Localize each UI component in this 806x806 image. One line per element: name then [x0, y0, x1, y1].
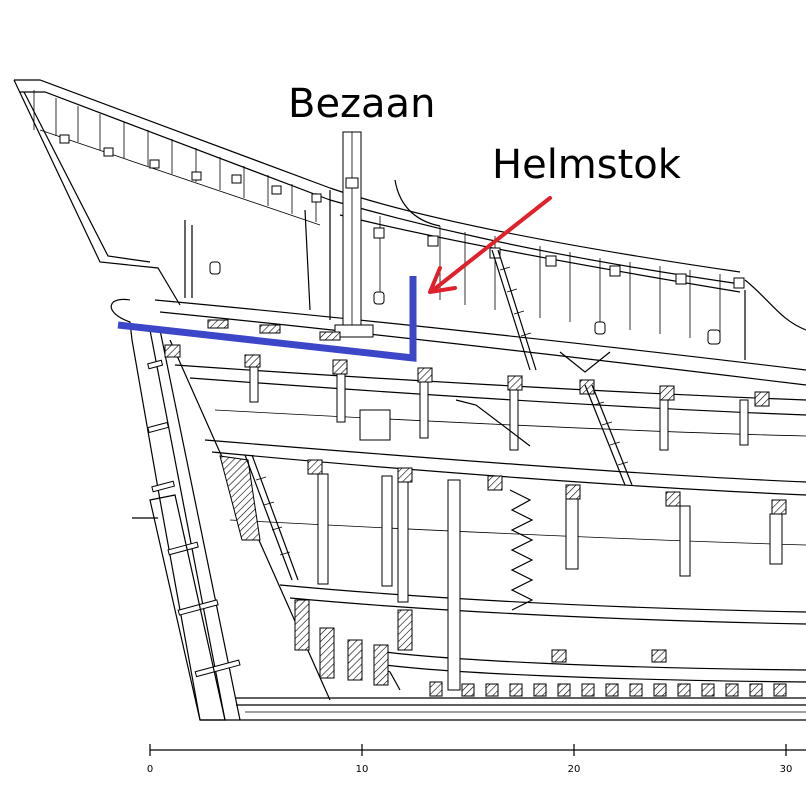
- label-helmstok: Helmstok: [492, 142, 682, 188]
- scale-tick-20: 20: [568, 764, 581, 775]
- stern-ladder: [147, 359, 261, 721]
- scale-tick-10: 10: [356, 764, 369, 775]
- pointer-arrow: [428, 196, 552, 294]
- keel-blocks: [429, 681, 787, 697]
- ladders: [244, 249, 633, 611]
- tiller-highlight: [117, 276, 417, 362]
- label-bezaan: Bezaan: [288, 81, 435, 127]
- scale-tick-30: 30: [780, 764, 793, 775]
- scale-bar: 0 10 20 30: [132, 517, 806, 775]
- deck-beams: [164, 319, 787, 691]
- scale-tick-0: 0: [147, 764, 153, 775]
- hull-outline: [13, 79, 806, 721]
- poop-railing: [33, 90, 322, 226]
- mizzen-mast: [184, 131, 374, 338]
- bulwark-stanchions: [209, 212, 745, 345]
